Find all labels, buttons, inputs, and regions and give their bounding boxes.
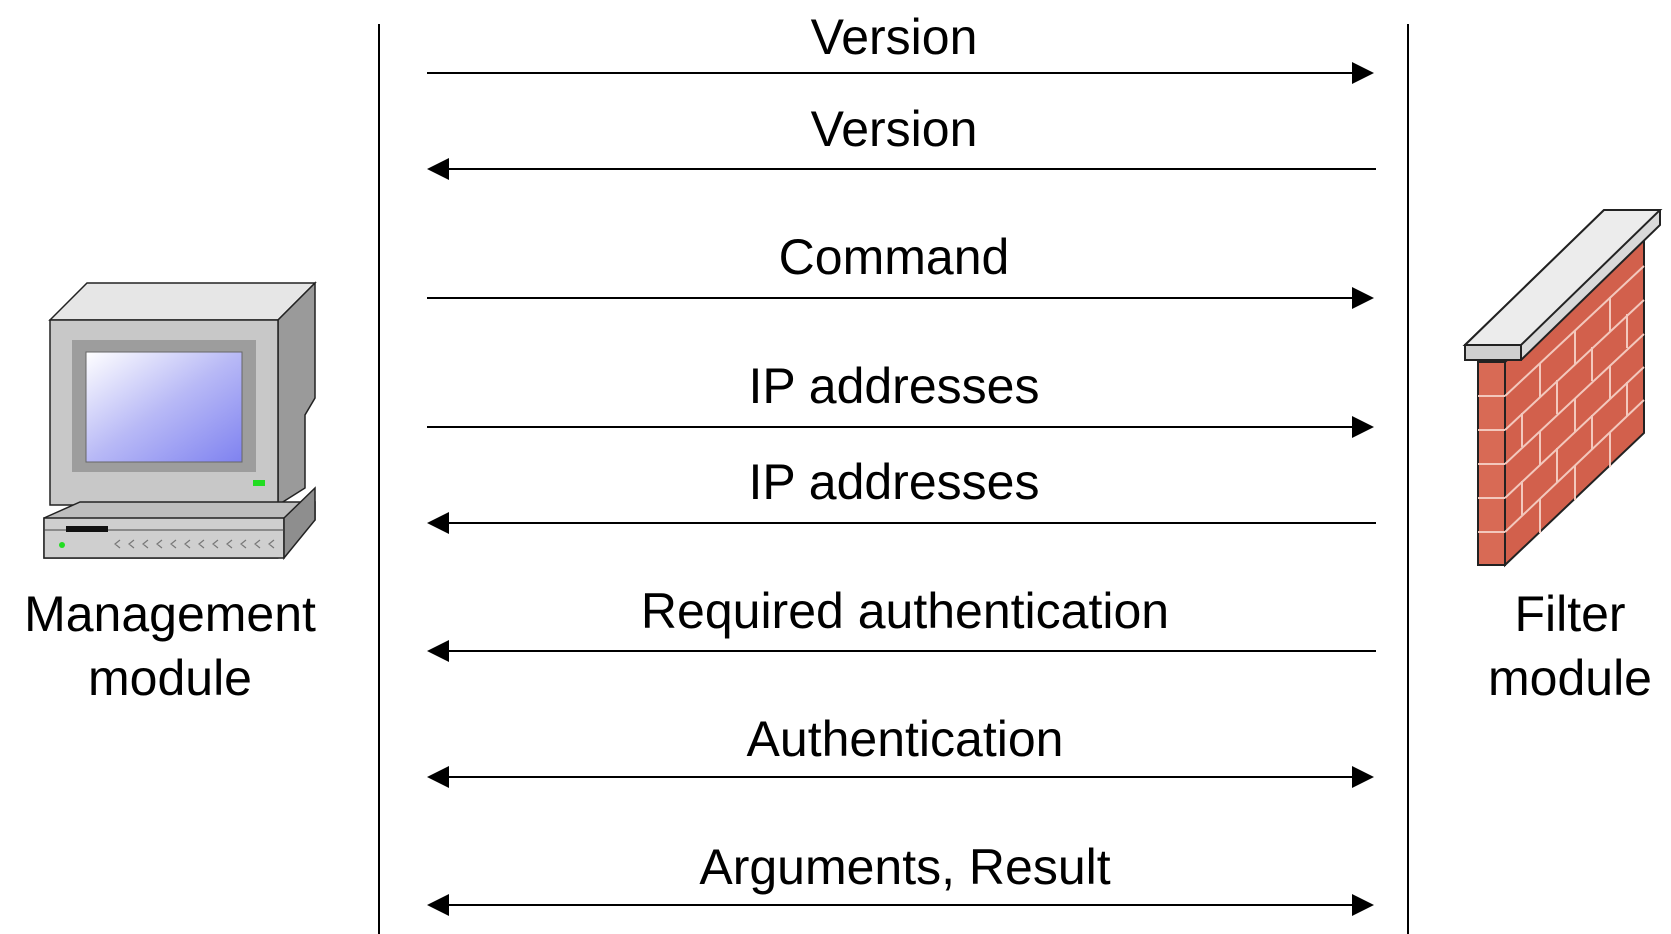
message-arrow-2 — [427, 158, 1376, 180]
filter-module-label: Filter module — [1470, 582, 1670, 710]
message-label-5: IP addresses — [748, 454, 1040, 510]
message-label-7: Authentication — [746, 711, 1064, 767]
message-label-6: Required authentication — [640, 583, 1170, 639]
management-module-label: Management module — [0, 582, 340, 710]
message-arrow-6 — [427, 640, 1376, 662]
firewall-icon — [1462, 209, 1663, 568]
computer-icon — [43, 281, 317, 561]
message-arrow-3 — [427, 287, 1374, 309]
management-label-line2: module — [88, 650, 252, 706]
message-label-3: Command — [778, 229, 1010, 285]
message-label-4: IP addresses — [748, 358, 1040, 414]
message-arrow-7 — [427, 766, 1374, 788]
message-arrow-4 — [427, 416, 1374, 438]
message-label-1: Version — [810, 9, 978, 65]
message-arrow-8 — [427, 894, 1374, 916]
message-arrow-1 — [427, 62, 1374, 84]
message-label-2: Version — [810, 101, 978, 157]
management-label-line1: Management — [24, 586, 316, 642]
filter-label-line2: module — [1488, 650, 1652, 706]
filter-label-line1: Filter — [1514, 586, 1626, 642]
message-arrow-5 — [427, 512, 1376, 534]
message-label-8: Arguments, Result — [699, 839, 1111, 895]
